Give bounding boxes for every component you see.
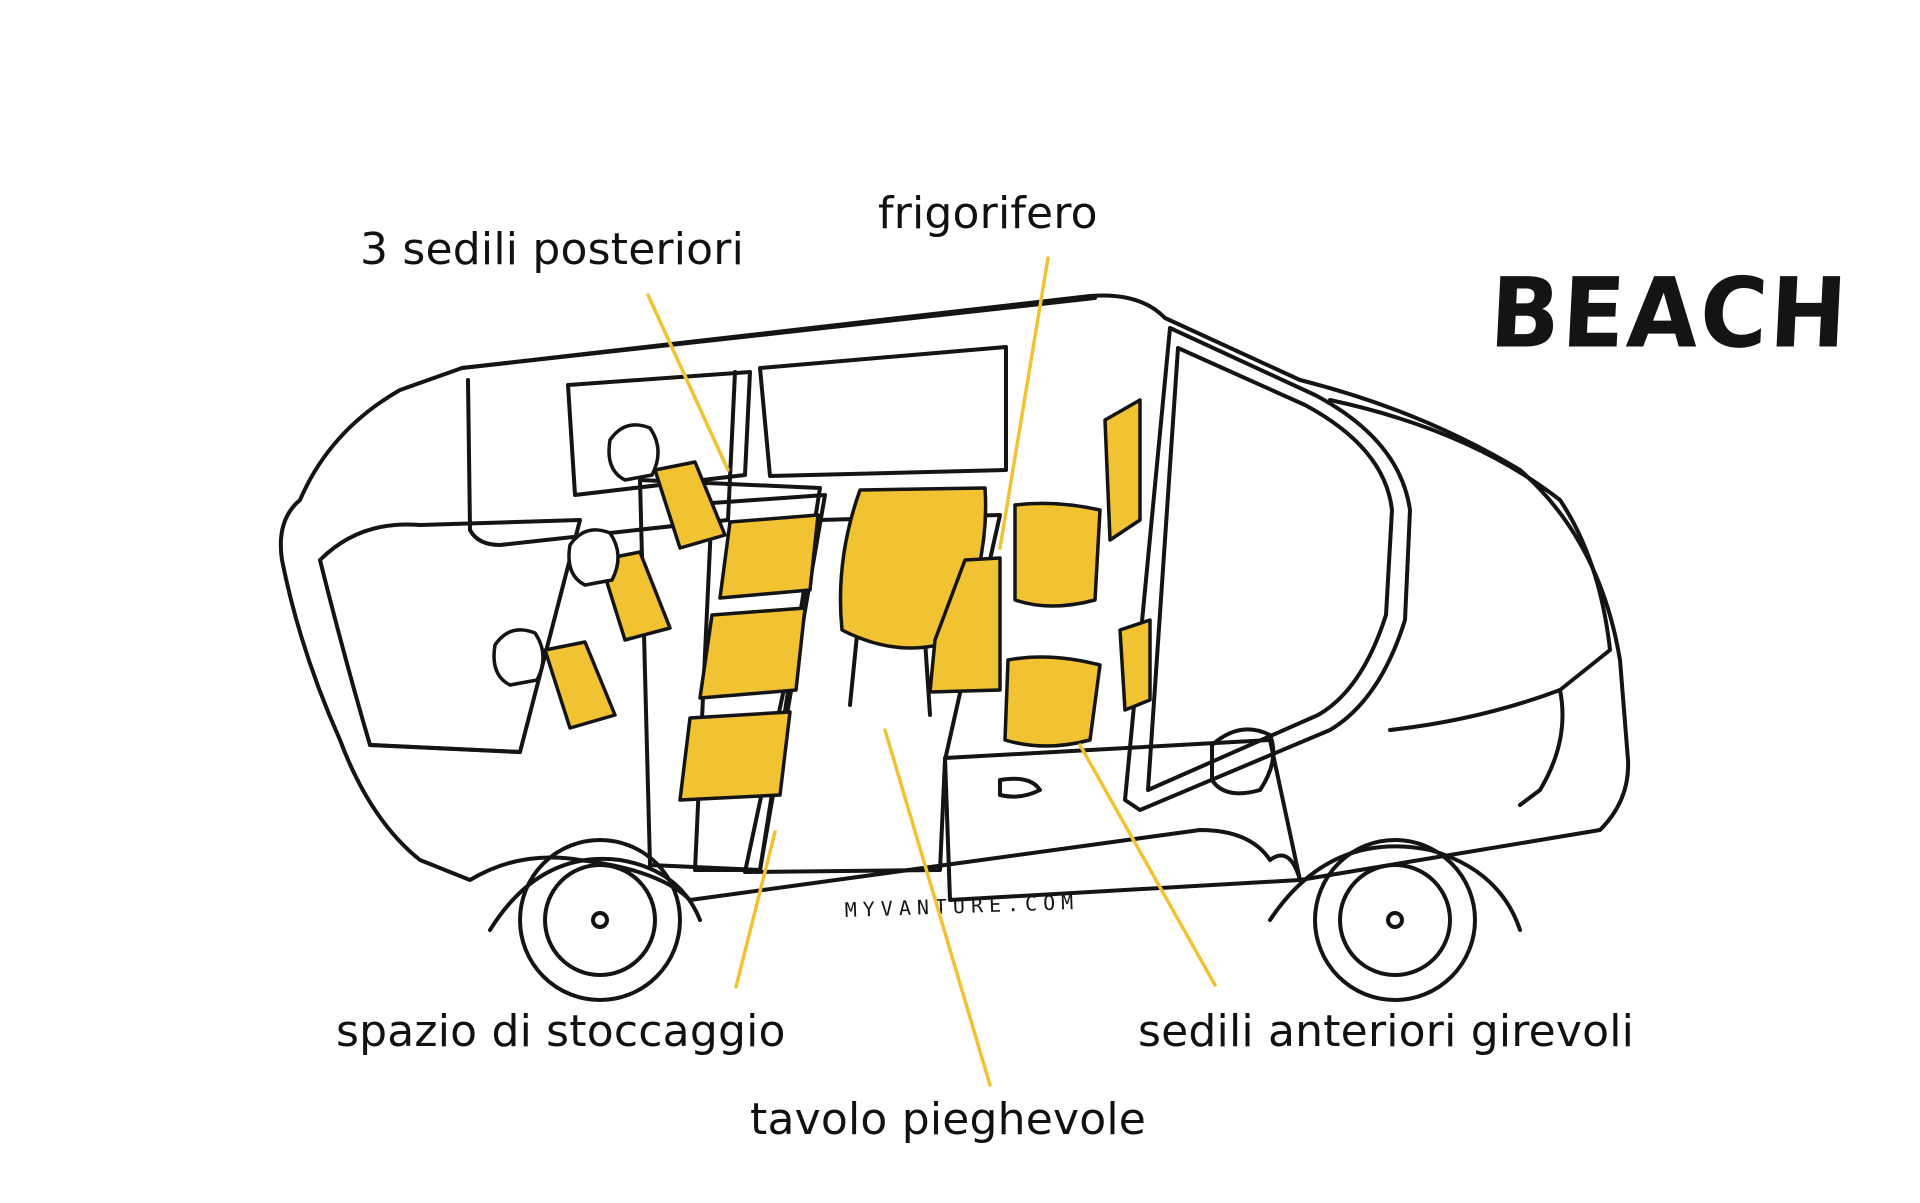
label-table: tavolo pieghevole <box>750 1094 1147 1145</box>
leader-front-seats <box>1078 743 1217 987</box>
rear-seat-cushion-2 <box>698 606 807 700</box>
front-seat-upper <box>1013 501 1102 608</box>
leader-table <box>883 728 992 1087</box>
rear-seat-back-3 <box>543 640 617 730</box>
leader-storage <box>734 830 777 989</box>
brand-logo: BEACH <box>1487 257 1852 370</box>
label-storage: spazio di stoccaggio <box>336 1006 786 1057</box>
rear-seat-back-2 <box>598 550 672 642</box>
label-rear-seats: 3 sedili posteriori <box>360 224 745 275</box>
label-fridge: frigorifero <box>878 188 1098 239</box>
rear-seat-back-1 <box>653 460 727 550</box>
front-seat-lower <box>1003 655 1102 748</box>
fridge <box>928 556 1002 694</box>
watermark-text: MYVANTURE.COM <box>844 890 1079 922</box>
rear-seat-cushion-1 <box>718 513 820 600</box>
leader-fridge <box>998 256 1050 550</box>
leader-rear-seats <box>646 293 730 472</box>
front-wheel <box>1313 838 1477 1002</box>
rear-seat-cushion-3 <box>678 710 792 802</box>
rear-wheel <box>518 838 682 1002</box>
label-front-seats: sedili anteriori girevoli <box>1138 1006 1635 1057</box>
